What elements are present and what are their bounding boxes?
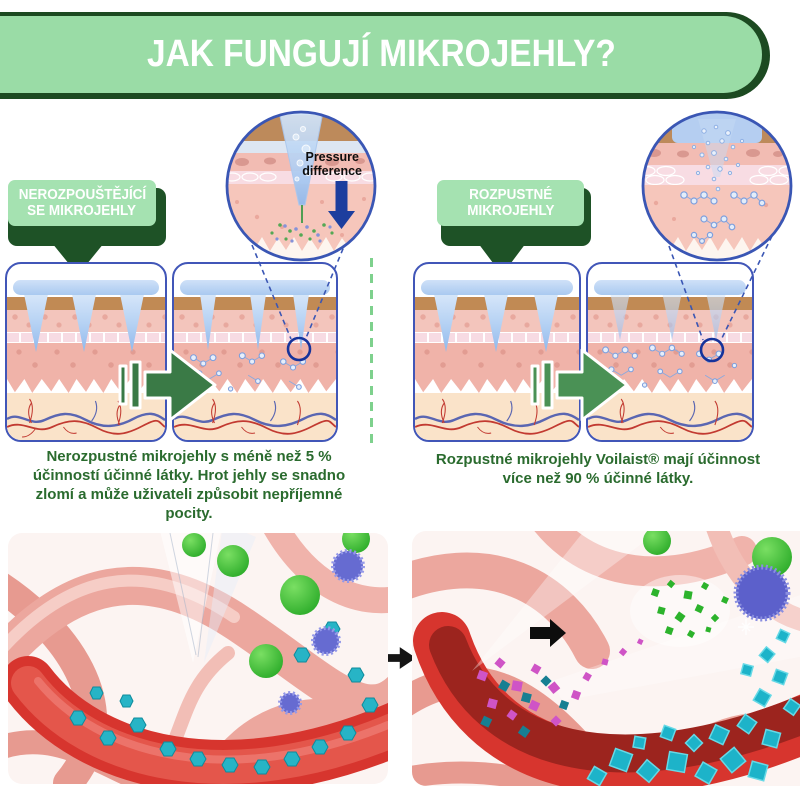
section-divider — [370, 258, 373, 444]
bloodstream-render-before — [8, 533, 388, 784]
pressure-arrow-icon — [335, 181, 348, 211]
pressure-label-line2: difference — [302, 164, 362, 178]
blood-vessels — [7, 398, 165, 438]
pressure-difference-label2: difference — [302, 164, 362, 178]
patch-base — [180, 280, 330, 295]
label-text-line1: ROZPUSTNÉ — [468, 187, 553, 203]
label-text-line1: NEROZPOUŠTĚJÍCÍ — [18, 187, 146, 203]
patch-base — [594, 280, 746, 295]
pressure-label-line1: Pressure — [305, 150, 359, 164]
page-title: JAK FUNGUJÍ MIKROJEHLY? — [146, 33, 616, 75]
caption-nondissolving: Nerozpustné mikrojehly s méně než 5 % úč… — [6, 447, 372, 523]
label-body: NEROZPOUŠTĚJÍCÍ SE MIKROJEHLY — [8, 180, 156, 226]
flow-arrow-icon — [118, 348, 217, 422]
label-text-line2: MIKROJEHLY — [466, 203, 555, 219]
hypodermis-layer — [174, 393, 336, 440]
skin-panel-dissolving-insert — [413, 262, 581, 442]
magnifier-nondissolving: Pressure difference — [225, 110, 377, 262]
label-body: ROZPUSTNÉ MIKROJEHLY — [437, 180, 584, 226]
label-text-line2: SE MIKROJEHLY — [27, 203, 137, 219]
flow-arrow-icon — [530, 348, 629, 422]
caption-line: Nerozpustné mikrojehly s méně než 5 % — [46, 448, 332, 465]
caption-line: více než 90 % účinné látky. — [502, 470, 694, 487]
caption-dissolving: Rozpustné mikrojehly Voilaist® mají účin… — [402, 450, 794, 488]
caption-line: zlomí a může uživateli způsobit nepříjem… — [35, 486, 343, 503]
header-banner: JAK FUNGUJÍ MIKROJEHLY? — [0, 16, 762, 93]
patch-base — [13, 280, 159, 295]
blood-vessels — [415, 398, 579, 435]
caption-line: pocity. — [165, 505, 213, 522]
magnifier-dissolving — [641, 110, 793, 262]
caption-line: účinností účinné látky. Hrot jehly se sn… — [32, 467, 346, 484]
pressure-difference-label: Pressure — [305, 150, 359, 164]
caption-line: Rozpustné mikrojehly Voilaist® mají účin… — [435, 451, 761, 468]
blood-vessels — [588, 398, 752, 435]
bloodstream-render-after — [412, 531, 800, 786]
blood-vessels — [174, 398, 336, 435]
hypodermis-layer — [588, 393, 752, 440]
patch-base — [421, 280, 573, 295]
